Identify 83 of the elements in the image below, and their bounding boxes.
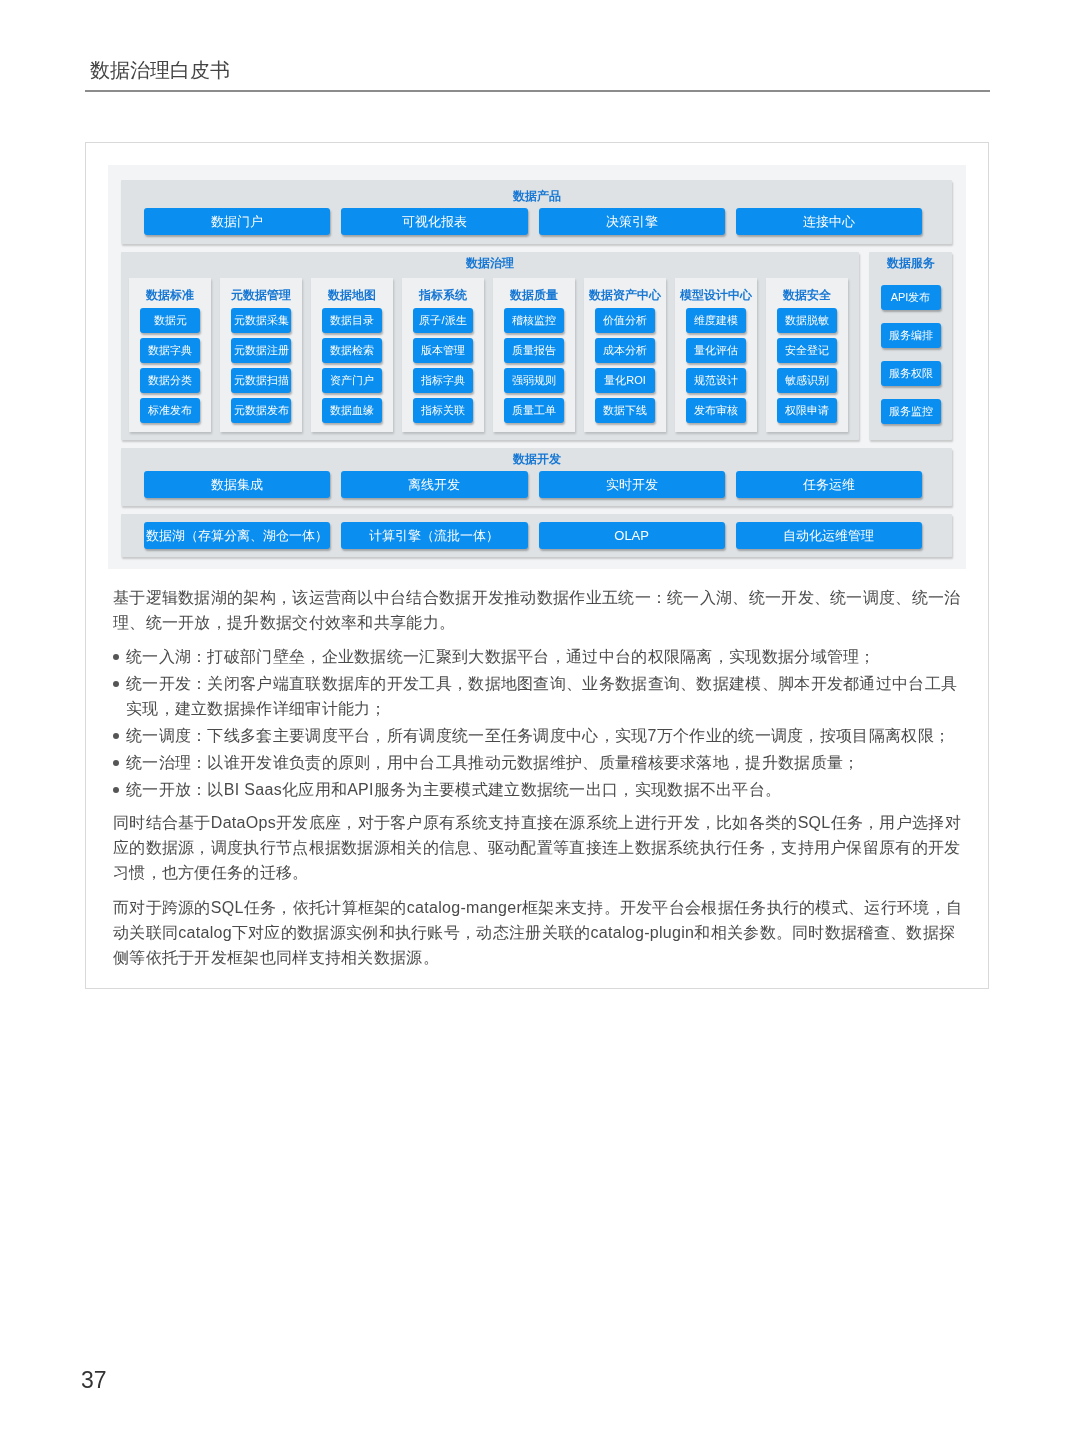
feature-tile: 发布审核: [686, 398, 746, 423]
feature-tile: 稽核监控: [504, 308, 564, 333]
layer-title: 数据产品: [512, 188, 561, 204]
feature-tile: 连接中心: [735, 208, 922, 235]
module-panel: [766, 278, 848, 432]
feature-tile: 元数据扫描: [231, 368, 291, 393]
feature-tile: 决策引擎: [538, 208, 725, 235]
feature-tile: 数据分类: [140, 368, 200, 393]
feature-tile: 指标字典: [413, 368, 473, 393]
layer-panel: [121, 448, 952, 506]
feature-tile: 数据检索: [322, 338, 382, 363]
module-title: 元数据管理: [231, 288, 291, 302]
feature-tile: 指标关联: [413, 398, 473, 423]
module-title: 数据资产中心: [589, 288, 661, 302]
module-panel: [129, 278, 211, 432]
module-panel: [402, 278, 484, 432]
feature-tile: 版本管理: [413, 338, 473, 363]
feature-tile: 元数据发布: [231, 398, 291, 423]
feature-tile: 资产门户: [322, 368, 382, 393]
feature-tile: 敏感识别: [777, 368, 837, 393]
module-panel: [220, 278, 302, 432]
feature-tile: 数据目录: [322, 308, 382, 333]
feature-tile: 计算引擎（流批一体）: [341, 522, 528, 549]
feature-tile: 数据湖（存算分离、湖仓一体）: [144, 522, 331, 549]
feature-tile: 数据脱敏: [777, 308, 837, 333]
feature-tile: 量化评估: [686, 338, 746, 363]
bullet-text: 统一开发：关闭客户端直联数据库的开发工具，数据地图查询、业务数据查询、数据建模、脚本开发都通过中台工具实现，建立数据操作详细审计能力；: [126, 674, 959, 719]
bullet-text: 统一开放：以BI Saas化应用和API服务为主要模式建立数据统一出口，实现数据不出平台。: [126, 780, 783, 800]
running-header: 数据治理白皮书: [90, 58, 230, 83]
feature-tile: 离线开发: [341, 471, 528, 498]
feature-tile: 服务权限: [880, 361, 941, 386]
layer-title: 数据服务: [886, 255, 935, 271]
layer-title: 数据治理: [466, 255, 514, 271]
module-title: 指标系统: [419, 288, 467, 302]
layer-title: 数据开发: [512, 451, 561, 467]
bullet-text: 统一入湖：打破部门壁垒，企业数据统一汇聚到大数据平台，通过中台的权限隔离，实现数据分域管理；: [126, 647, 877, 667]
feature-tile: 权限申请: [777, 398, 837, 423]
feature-tile: 数据下线: [595, 398, 655, 423]
layer-panel: [869, 252, 952, 440]
feature-tile: 数据字典: [140, 338, 200, 363]
bullet-text: 统一治理：以谁开发谁负责的原则，用中台工具推动元数据维护、质量稽核要求落地，提升数据质量；: [126, 753, 861, 773]
feature-tile: API发布: [880, 285, 941, 310]
bullet-text: 统一调度：下线多套主要调度平台，所有调度统一至任务调度中心，实现7万个作业的统一调度，按项目隔离权限；: [126, 726, 952, 746]
feature-tile: 成本分析: [595, 338, 655, 363]
feature-tile: 元数据注册: [231, 338, 291, 363]
module-panel: [675, 278, 757, 432]
body-paragraph: 基于逻辑数据湖的架构，该运营商以中台结合数据开发推动数据作业五统一：统一入湖、统一开发、统一调度、统一治理、统一开放，提升数据交付效率和共享能力。: [113, 588, 962, 633]
module-title: 模型设计中心: [680, 288, 752, 302]
module-title: 数据安全: [783, 288, 831, 302]
page-number: 37: [81, 1366, 107, 1394]
module-title: 数据地图: [328, 288, 376, 302]
module-panel: [584, 278, 666, 432]
body-paragraph: 同时结合基于DataOps开发底座，对于客户原有系统支持直接在源系统上进行开发，比如各类的SQL任务，用户选择对应的数据源，调度执行节点根据数据源相关的信息、驱动配置等直接连上数据系统执行任务，支持用户保留原有的开发习惯，也方便任务的迁移。: [113, 813, 962, 883]
feature-tile: 价值分析: [595, 308, 655, 333]
module-title: 数据标准: [146, 288, 194, 302]
layer-panel: [121, 180, 952, 244]
feature-tile: 任务运维: [735, 471, 922, 498]
feature-tile: 实时开发: [538, 471, 725, 498]
module-title: 数据质量: [510, 288, 558, 302]
feature-tile: 元数据采集: [231, 308, 291, 333]
feature-tile: 自动化运维管理: [735, 522, 922, 549]
feature-tile: 服务编排: [880, 323, 941, 348]
layer-panel: [121, 252, 859, 440]
feature-tile: 可视化报表: [341, 208, 528, 235]
feature-tile: 数据元: [140, 308, 200, 333]
feature-tile: 规范设计: [686, 368, 746, 393]
feature-tile: 数据血缘: [322, 398, 382, 423]
feature-tile: 数据集成: [144, 471, 331, 498]
feature-tile: 量化ROI: [595, 368, 655, 393]
feature-tile: 标准发布: [140, 398, 200, 423]
feature-tile: 维度建模: [686, 308, 746, 333]
feature-tile: 服务监控: [880, 399, 941, 424]
body-paragraph: 而对于跨源的SQL任务，依托计算框架的catalog-manger框架来支持。开发平台会根据任务执行的模式、运行环境，自动关联同catalog下对应的数据源实例和执行账号，动态注册关联的catalog-plugin和相关参数。同时数据稽查、数据探侧等依托于开发框架也同样支持相关数据源。: [113, 898, 964, 968]
feature-tile: 数据门户: [144, 208, 331, 235]
feature-tile: 强弱规则: [504, 368, 564, 393]
feature-tile: OLAP: [538, 522, 725, 549]
feature-tile: 质量报告: [504, 338, 564, 363]
layer-panel: [121, 514, 952, 557]
module-panel: [311, 278, 393, 432]
module-panel: [493, 278, 575, 432]
feature-tile: 质量工单: [504, 398, 564, 423]
feature-tile: 安全登记: [777, 338, 837, 363]
feature-tile: 原子/派生: [413, 308, 473, 333]
